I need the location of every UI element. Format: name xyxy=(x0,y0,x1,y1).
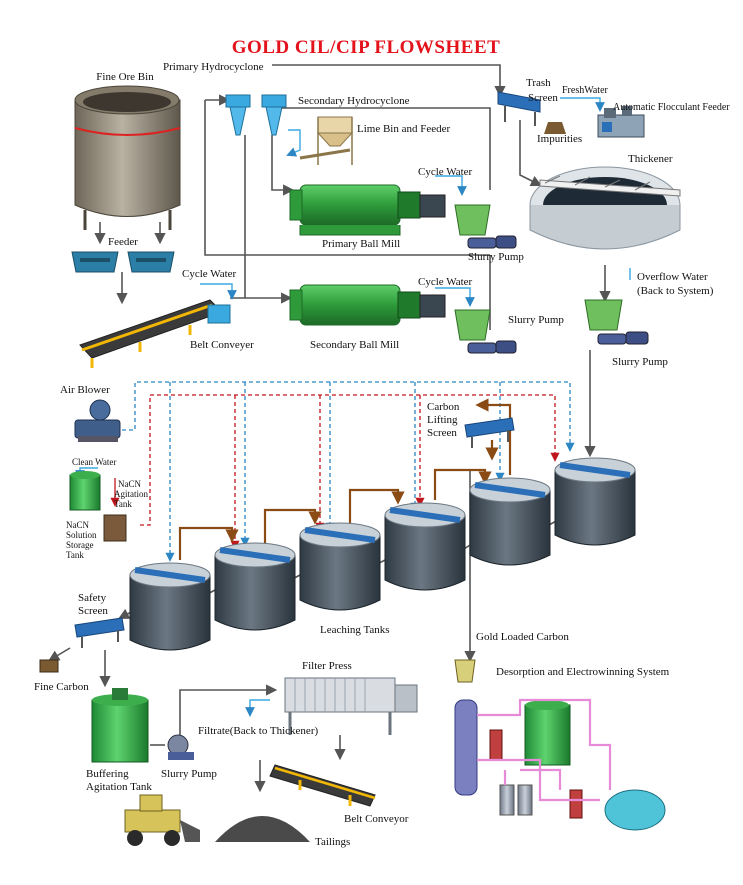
agitation-tank-icon xyxy=(69,471,127,542)
label-cycle-water-1: Cycle Water xyxy=(182,268,237,280)
label-carbon-lifting-3: Screen xyxy=(427,427,457,439)
label-overflow-water-1: Overflow Water xyxy=(637,271,708,283)
label-buffering-2: Agitation Tank xyxy=(86,781,152,793)
label-primary-hydrocyclone: Primary Hydrocyclone xyxy=(163,61,264,73)
label-safety-screen-2: Screen xyxy=(78,605,108,617)
label-nacn-agitation-3: Tank xyxy=(114,499,132,509)
label-overflow-water-2: (Back to System) xyxy=(637,285,714,297)
label-buffering-1: Buffering xyxy=(86,768,129,780)
electrowinning-system-icon xyxy=(454,659,666,831)
label-gold-loaded-carbon: Gold Loaded Carbon xyxy=(476,631,569,643)
label-nacn-storage-1: NaCN xyxy=(66,520,89,530)
slurry-pump-icon xyxy=(167,734,194,760)
label-clean-water: Clean Water xyxy=(72,457,116,467)
label-belt-conveyer: Belt Conveyer xyxy=(190,339,254,351)
carbon-lines xyxy=(178,398,512,560)
label-feeder: Feeder xyxy=(108,236,138,248)
label-slurry-pump-3: Slurry Pump xyxy=(612,356,668,368)
feeder-icon xyxy=(71,251,175,273)
leaching-tank-icon xyxy=(214,542,296,631)
ball-mill-icon xyxy=(289,184,446,236)
page-title: GOLD CIL/CIP FLOWSHEET xyxy=(232,37,501,58)
label-leaching-tanks: Leaching Tanks xyxy=(320,624,390,636)
label-cycle-water-2: Cycle Water xyxy=(418,166,473,178)
label-air-blower: Air Blower xyxy=(60,384,110,396)
label-cycle-water-3: Cycle Water xyxy=(418,276,473,288)
fine-ore-bin-icon xyxy=(74,85,181,230)
belt-conveyer-icon xyxy=(79,299,231,368)
slurry-pump-icon xyxy=(454,204,517,249)
label-safety-screen-1: Safety xyxy=(78,592,107,604)
label-fine-carbon: Fine Carbon xyxy=(34,681,89,693)
leaching-tanks xyxy=(129,457,636,651)
label-desorption-system: Desorption and Electrowinning System xyxy=(496,666,670,678)
vibrating-screen-icon xyxy=(39,617,125,673)
air-lines xyxy=(122,381,575,562)
label-flocculant-feeder: Automatic Flocculant Feeder xyxy=(613,102,730,113)
label-secondary-hydrocyclone: Secondary Hydrocyclone xyxy=(298,95,410,107)
label-primary-ball-mill: Primary Ball Mill xyxy=(322,238,400,250)
leaching-tank-icon xyxy=(299,522,381,611)
loader-icon xyxy=(124,794,200,846)
label-lime-bin: Lime Bin and Feeder xyxy=(357,123,451,135)
label-slurry-pump-4: Slurry Pump xyxy=(161,768,217,780)
tailings-pile-icon xyxy=(215,816,310,842)
label-fresh-water: FreshWater xyxy=(562,85,609,96)
label-impurities: Impurities xyxy=(537,133,582,145)
label-slurry-pump-2: Slurry Pump xyxy=(508,314,564,326)
label-secondary-ball-mill: Secondary Ball Mill xyxy=(310,339,399,351)
leaching-tank-icon xyxy=(384,502,466,591)
leaching-tank-icon xyxy=(469,477,551,566)
agitation-tank-icon xyxy=(91,688,149,763)
label-nacn-storage-3: Storage xyxy=(66,540,94,550)
label-nacn-storage-4: Tank xyxy=(66,550,84,560)
label-belt-conveyor-2: Belt Conveyor xyxy=(344,813,409,825)
label-carbon-lifting-1: Carbon xyxy=(427,401,460,413)
ball-mill-icon xyxy=(289,284,446,326)
vibrating-screen-icon xyxy=(464,417,515,448)
label-nacn-agitation-2: Agitation xyxy=(114,489,148,499)
label-trash-screen-2: Screen xyxy=(528,92,558,104)
belt-conveyer-icon xyxy=(269,764,376,807)
hydrocyclone-icon xyxy=(225,94,287,136)
label-tailings: Tailings xyxy=(315,836,350,848)
flocculant-feeder-icon xyxy=(597,106,645,138)
trash-screen-icon xyxy=(497,91,566,134)
label-filter-press: Filter Press xyxy=(302,660,352,672)
slurry-pump-icon xyxy=(454,309,517,354)
label-thickener: Thickener xyxy=(628,153,673,165)
label-fine-ore-bin: Fine Ore Bin xyxy=(96,71,154,83)
filter-press-icon xyxy=(284,677,418,735)
lime-bin-icon xyxy=(299,116,354,165)
nacn-lines xyxy=(110,394,560,550)
label-filtrate: Filtrate(Back to Thickener) xyxy=(198,725,318,737)
leaching-tank-icon xyxy=(129,562,211,651)
thickener-icon xyxy=(529,166,681,250)
label-trash-screen-1: Trash xyxy=(526,77,551,89)
label-nacn-storage-2: Solution xyxy=(66,530,97,540)
slurry-pump-icon xyxy=(584,299,649,345)
label-nacn-agitation-1: NaCN xyxy=(118,479,141,489)
label-slurry-pump-1: Slurry Pump xyxy=(468,251,524,263)
air-blower-icon xyxy=(74,399,121,442)
label-carbon-lifting-2: Lifting xyxy=(427,414,458,426)
leaching-tank-icon xyxy=(554,457,636,546)
